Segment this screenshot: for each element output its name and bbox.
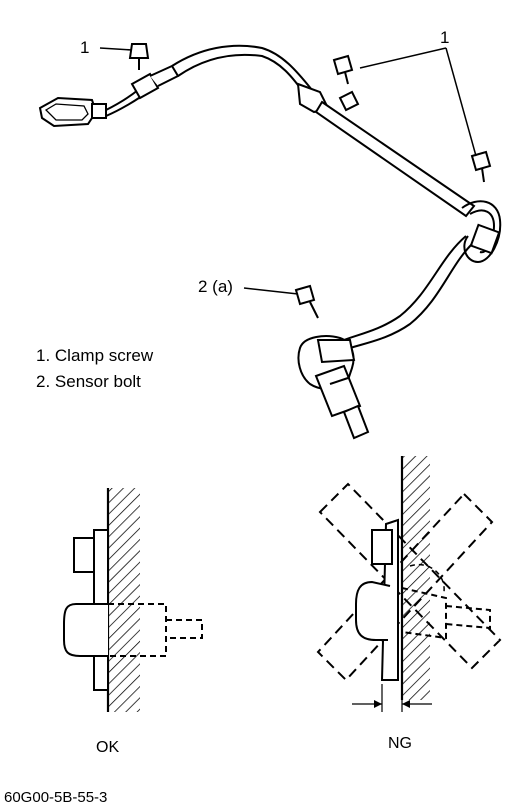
legend-item-clamp-screw: 1. Clamp screw [36, 346, 154, 365]
leader-lines [99, 47, 477, 295]
callout-sensor-bolt: 2 (a) [198, 277, 233, 296]
callout-clamp-screw-left: 1 [80, 38, 90, 57]
callout-clamp-screw-right: 1 [440, 28, 450, 47]
sensor-harness [38, 44, 502, 349]
reference-code: 60G00-5B-55-3 [4, 789, 108, 806]
legend-item-sensor-bolt: 2. Sensor bolt [36, 372, 141, 391]
clamp-screw-icon [128, 43, 492, 183]
wheel-speed-sensor-icon [297, 335, 370, 440]
caption-ok: OK [96, 739, 120, 756]
detail-ok-drawing [63, 488, 203, 712]
detail-ng-drawing [316, 456, 502, 712]
caption-ng: NG [388, 735, 412, 752]
connector-icon [38, 96, 107, 128]
sensor-bolt-icon [294, 284, 319, 319]
